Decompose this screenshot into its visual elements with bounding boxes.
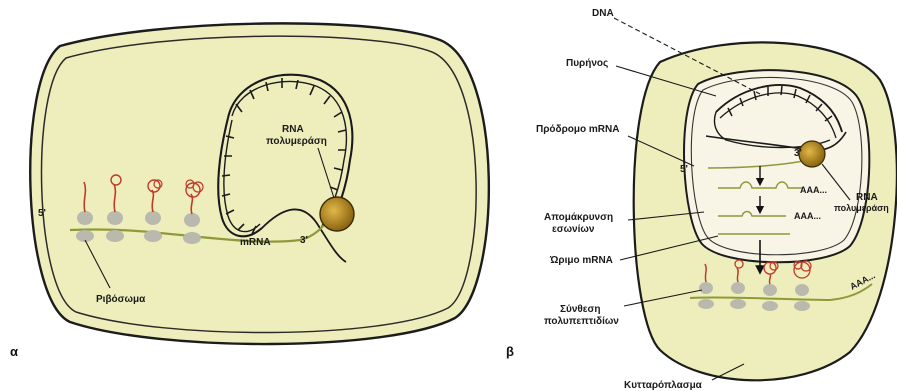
panel-b: DNA Πυρήνος Πρόδρομο mRNA 5' 3' RNA πολυ… (506, 8, 897, 391)
intron-removal-label-1: Απομάκρυνση (544, 212, 613, 223)
three-prime-label-b: 3' (794, 148, 802, 159)
polya-label-2: AAA... (794, 211, 821, 221)
rna-polymerase-label-b-1: RNA (856, 192, 878, 203)
three-prime-label-a: 3' (300, 235, 308, 246)
five-prime-label-a: 5' (38, 208, 46, 219)
rna-polymerase-label-a-2: πολυμεράση (266, 136, 327, 147)
five-prime-label-b: 5' (680, 164, 688, 175)
polya-label-1: AAA... (800, 185, 827, 195)
ribosome-label: Ριβόσωμα (96, 294, 146, 305)
mrna-label-a: mRNA (240, 237, 271, 248)
panel-a: RNA πολυμεράση 5' 3' mRNA Ριβόσωμα α (10, 23, 489, 359)
rna-polymerase-label-a-1: RNA (282, 124, 304, 135)
rna-polymerase-b (799, 141, 825, 167)
panel-b-letter: β (506, 344, 514, 359)
rna-polymerase-a (320, 197, 354, 231)
nucleus-label: Πυρήνος (566, 58, 608, 69)
rna-polymerase-label-b-2: πολυμεράση (834, 203, 889, 213)
panel-a-letter: α (10, 344, 18, 359)
polypeptide-synthesis-label-1: Σύνθεση (560, 304, 600, 315)
dna-label: DNA (592, 8, 614, 19)
intron-removal-label-2: εσωνίων (552, 224, 595, 235)
polypeptide-synthesis-label-2: πολυπεπτιδίων (544, 316, 619, 327)
cytoplasm-label: Κυτταρόπλασμα (624, 380, 703, 391)
mature-mrna-label: Ώριμο mRNA (549, 255, 613, 266)
precursor-mrna-label: Πρόδρομο mRNA (536, 124, 619, 135)
